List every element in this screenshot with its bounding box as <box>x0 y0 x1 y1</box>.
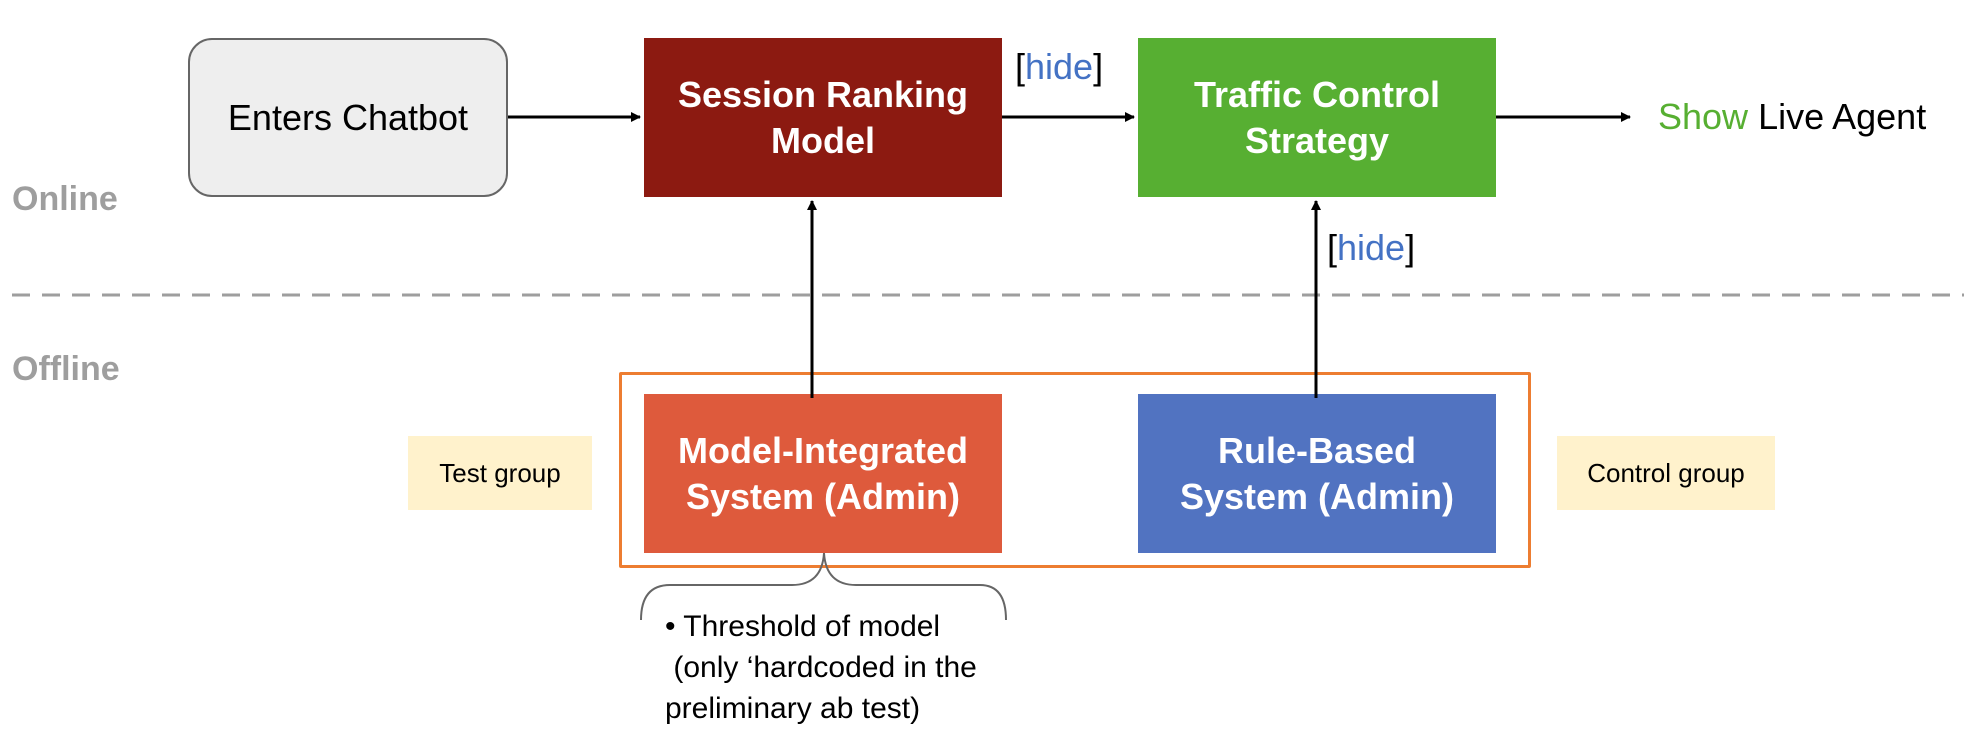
session-ranking-model-node[interactable]: Session Ranking Model <box>644 38 1002 197</box>
threshold-note-line2: (only ‘hardcoded in the <box>665 651 977 684</box>
offline-systems-frame <box>619 372 1531 568</box>
hide-edge-label-vertical: [hide] <box>1327 227 1415 269</box>
hide-word: hide <box>1025 46 1094 87</box>
model-integrated-label-line2: System (Admin) <box>685 475 961 517</box>
threshold-note-line3: preliminary ab test) <box>665 692 921 725</box>
control-group-tag: Control group <box>1557 436 1775 510</box>
threshold-note-line1: • Threshold of model <box>665 610 941 643</box>
session-ranking-label-line1: Session Ranking <box>677 73 969 115</box>
rule-based-label-line1: Rule-Based <box>1217 429 1417 471</box>
traffic-control-strategy-node[interactable]: Traffic Control Strategy <box>1138 38 1496 197</box>
enters-chatbot-node[interactable]: Enters Chatbot <box>188 38 508 197</box>
rule-based-label-line2: System (Admin) <box>1179 475 1455 517</box>
model-integrated-label-line1: Model-Integrated <box>677 429 968 471</box>
offline-section-label: Offline <box>12 350 120 388</box>
show-live-agent-outcome: Show Live Agent <box>1658 96 1926 138</box>
hide-bracket-close: ] <box>1405 227 1416 268</box>
online-section-label: Online <box>12 180 118 218</box>
traffic-control-label-line2: Strategy <box>1244 119 1390 161</box>
rule-based-system-node[interactable]: Rule-Based System (Admin) <box>1138 394 1496 553</box>
traffic-control-label-line1: Traffic Control <box>1193 73 1440 115</box>
test-group-tag: Test group <box>408 436 592 510</box>
session-ranking-label-line2: Model <box>770 119 875 161</box>
enters-chatbot-label: Enters Chatbot <box>227 96 469 138</box>
hide-bracket-open: [ <box>1015 46 1026 87</box>
model-integrated-system-node[interactable]: Model-Integrated System (Admin) <box>644 394 1002 553</box>
hide-word: hide <box>1337 227 1406 268</box>
hide-edge-label-top: [hide] <box>1015 46 1103 88</box>
hide-bracket-close: ] <box>1093 46 1104 87</box>
hide-bracket-open: [ <box>1327 227 1338 268</box>
show-word: Show <box>1658 96 1749 137</box>
live-agent-text: Live Agent <box>1748 96 1927 137</box>
threshold-note: • Threshold of model (only ‘hardcoded in… <box>665 606 977 729</box>
